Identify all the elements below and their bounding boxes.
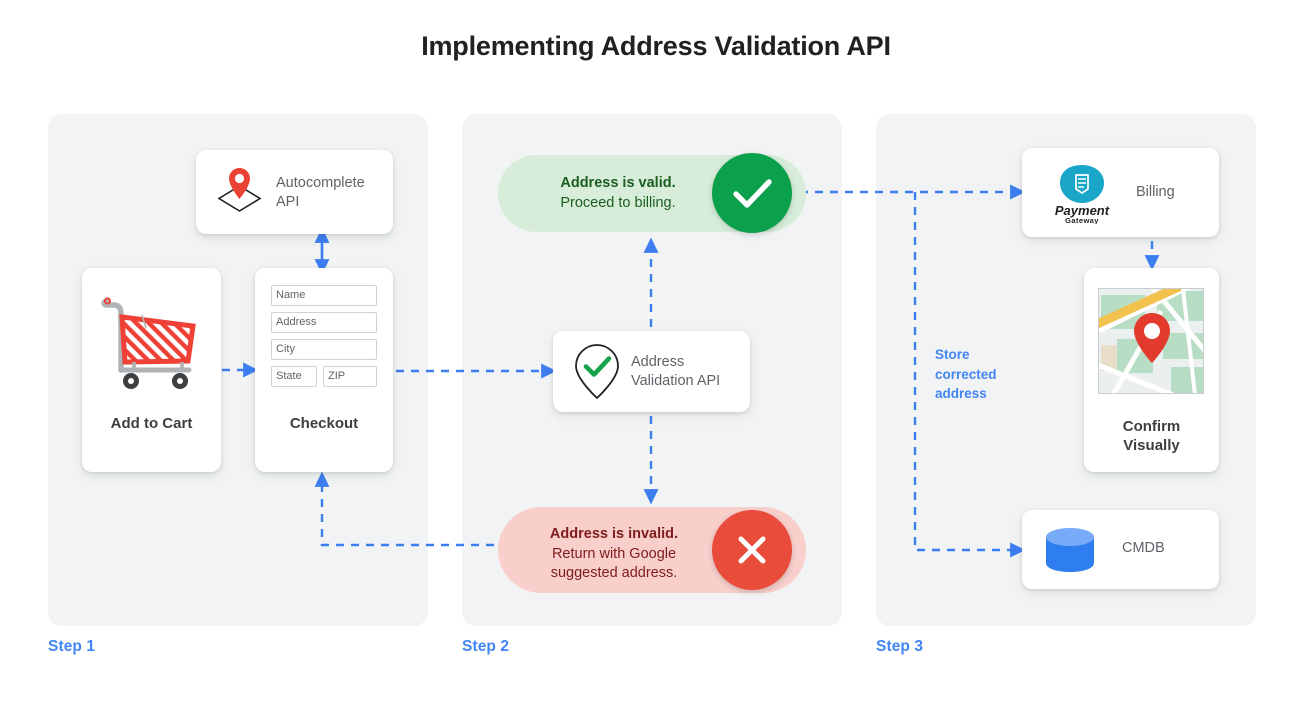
autocomplete-api-card[interactable]: Autocomplete API [196,150,393,234]
state-field[interactable]: State [271,366,317,387]
shopping-cart-icon [94,284,209,399]
checkout-card[interactable]: Name Address City State ZIP Checkout [255,268,393,472]
checkout-label: Checkout [289,415,359,432]
city-field[interactable]: City [271,339,377,360]
map-pin-diamond-icon [212,165,267,219]
address-field[interactable]: Address [271,312,377,333]
payment-gateway-icon: Payment Gateway [1038,162,1126,225]
map-thumbnail-icon [1098,288,1204,394]
step-label-3: Step 3 [876,638,924,655]
x-circle-icon [712,510,792,590]
billing-label: Billing [1136,184,1175,200]
cmdb-label: CMDB [1122,540,1165,556]
billing-card[interactable]: Payment Gateway Billing [1022,148,1219,237]
address-invalid-text: Address is invalid. Return with Google s… [549,526,679,581]
page-title: Implementing Address Validation API [421,31,891,61]
name-field[interactable]: Name [271,285,377,306]
add-to-cart-label: Add to Cart [110,415,193,432]
step-label-2: Step 2 [462,638,510,655]
check-circle-icon [712,153,792,233]
store-corrected-address-note: Store corrected address [935,347,997,401]
address-validation-api-label: Address Validation API [631,354,721,389]
confirm-visually-card[interactable]: Confirm Visually [1084,268,1219,472]
address-validation-api-card[interactable]: Address Validation API [553,331,750,412]
zip-field[interactable]: ZIP [323,366,377,387]
address-valid-text: Address is valid. Proceed to billing. [560,175,676,211]
confirm-visually-label-line1: Confirm [1122,418,1181,435]
autocomplete-api-label: Autocomplete API [276,175,365,210]
confirm-visually-label-line2: Visually [1123,437,1180,454]
step-label-1: Step 1 [48,638,96,655]
cmdb-card[interactable]: CMDB [1022,510,1219,589]
svg-text:Payment: Payment [1055,203,1110,218]
add-to-cart-card[interactable]: Add to Cart [82,268,221,472]
database-cylinder-icon [1042,524,1098,576]
map-pin-check-icon [572,343,622,400]
svg-text:Gateway: Gateway [1065,216,1099,224]
